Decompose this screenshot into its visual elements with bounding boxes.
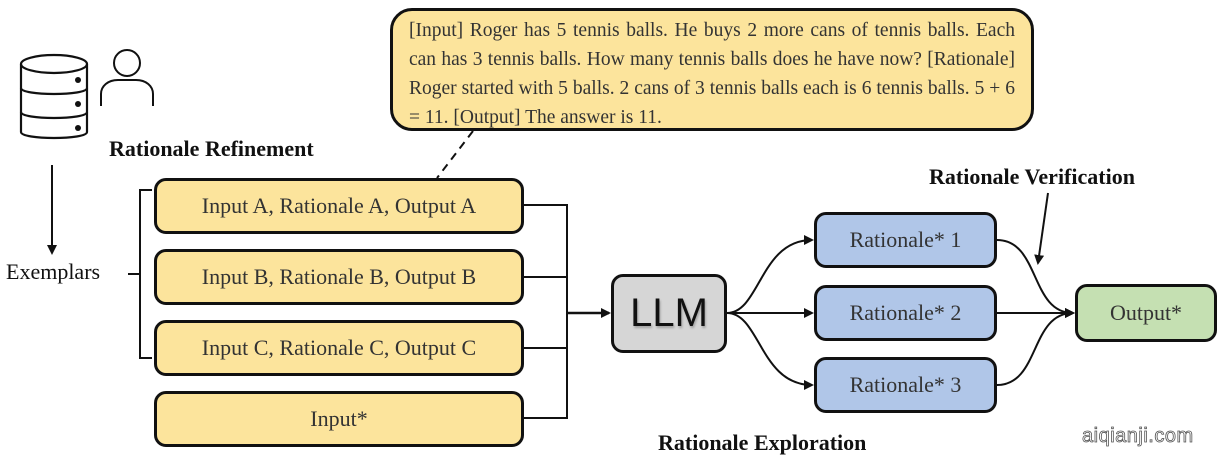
rationale-3-to-output bbox=[996, 308, 1075, 386]
exemplar-box-b: Input B, Rationale B, Output B bbox=[154, 249, 524, 305]
exemplar-box-c: Input C, Rationale C, Output C bbox=[154, 320, 524, 376]
database-icon bbox=[19, 53, 89, 140]
rationale-box-2: Rationale* 2 bbox=[814, 285, 997, 341]
rationale-box-1: Rationale* 1 bbox=[814, 212, 997, 268]
example-callout: [Input] Roger has 5 tennis balls. He buy… bbox=[390, 8, 1034, 131]
rationale-verification-label: Rationale Verification bbox=[929, 164, 1135, 189]
llm-to-rationale-1 bbox=[726, 235, 814, 314]
user-icon bbox=[100, 49, 154, 106]
output-box: Output* bbox=[1075, 284, 1217, 342]
exemplar-box-a: Input A, Rationale A, Output A bbox=[154, 178, 524, 234]
rationale-box-3: Rationale* 3 bbox=[814, 357, 997, 413]
exemplars-bracket bbox=[128, 189, 152, 359]
verification-pointer bbox=[1034, 192, 1049, 265]
watermark: aiqianji.com bbox=[1082, 425, 1194, 448]
rationale-exploration-label: Rationale Exploration bbox=[658, 430, 867, 455]
rationale-1-to-output bbox=[996, 239, 1075, 318]
llm-box: LLM bbox=[611, 274, 727, 353]
exemplars-label: Exemplars bbox=[6, 259, 101, 284]
input-box: Input* bbox=[154, 391, 524, 447]
rationale-refinement-label: Rationale Refinement bbox=[109, 136, 314, 161]
merge-lines bbox=[522, 204, 568, 419]
llm-to-rationale-3 bbox=[726, 312, 814, 390]
callout-pointer bbox=[436, 130, 474, 179]
